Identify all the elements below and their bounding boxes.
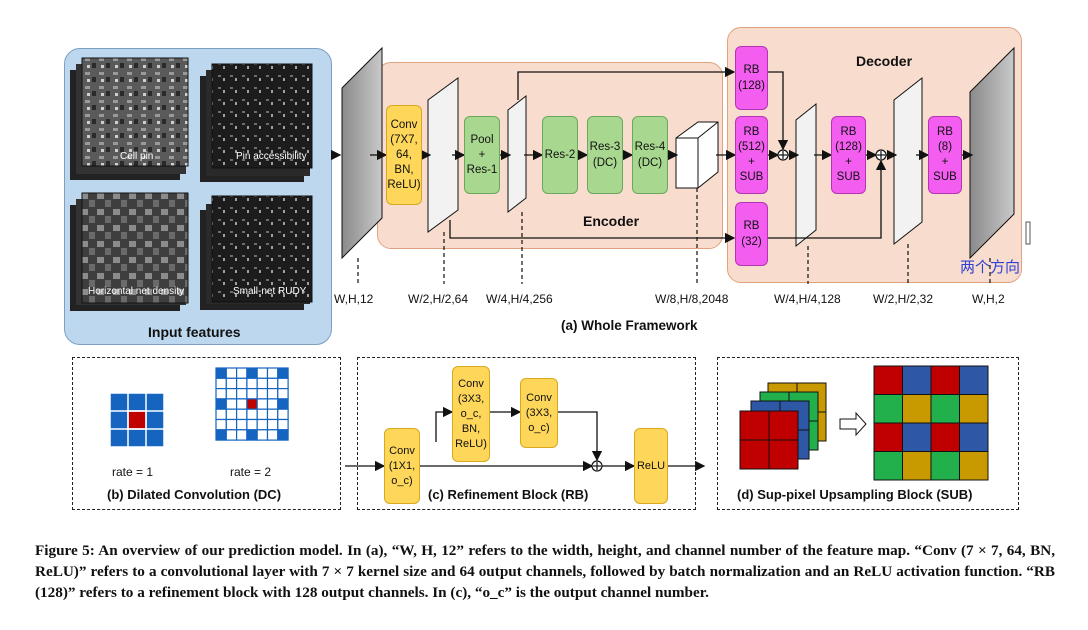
sub-grid-cell [959, 451, 989, 481]
sub-grid-cell [959, 422, 989, 452]
feature-map-input [341, 46, 383, 260]
rb-128-block: RB (128) [735, 46, 768, 110]
feature-map-conv1 [427, 77, 459, 233]
sub-grid-cell [902, 451, 932, 481]
dim-label: W/4,H/4,256 [486, 292, 553, 306]
sub-output-grid [873, 365, 989, 481]
encoder-title: Encoder [583, 213, 640, 229]
feature-map-res1 [507, 94, 527, 214]
overlay-marker [1025, 221, 1031, 245]
res2-block: Res-2 [542, 116, 578, 194]
dilated-conv-grid-rate-1 [109, 392, 165, 448]
dim-label: W,H,12 [334, 292, 374, 306]
dim-label: W/2,H/2,64 [408, 292, 469, 306]
relu-block: ReLU [634, 428, 668, 504]
sub-grid-cell [902, 422, 932, 452]
input-features-title: Input features [148, 324, 241, 340]
input-stack-small-net-rudy [200, 195, 313, 310]
input-stack-pin-accessibility [200, 63, 313, 182]
input-label-horizontal-net-density: Horizontal net density [88, 286, 185, 297]
sub-grid-cell [930, 365, 960, 395]
input-label-cell-pin: Cell pin [120, 151, 154, 162]
panel-c-box [357, 357, 696, 510]
input-label-pin-accessibility: Pin accessibility [236, 151, 307, 162]
feature-map-dec2 [893, 76, 923, 246]
sub-grid-cell [930, 451, 960, 481]
conv-7x7-block: Conv (7X7, 64, BN, ReLU) [386, 105, 422, 205]
res3-block: Res-3 (DC) [587, 116, 623, 194]
conv-3x3-block: Conv (3X3, o_c) [520, 378, 558, 448]
sub-grid-cell [930, 394, 960, 424]
res4-block: Res-4 (DC) [632, 116, 668, 194]
sub-grid-cell [873, 451, 903, 481]
rb-32-block: RB (32) [735, 202, 768, 266]
sub-arrow [839, 411, 867, 437]
pool-res1-block: Pool + Res-1 [464, 116, 500, 194]
rb-128-sub-block: RB (128) + SUB [831, 116, 866, 194]
overlay-annotation: 两个方向 [960, 258, 1021, 276]
dilated-conv-grid-rate-2 [215, 367, 289, 441]
panel-d-box [717, 357, 1019, 510]
feature-map-output [969, 46, 1015, 260]
dim-label: W/2,H/2,32 [873, 292, 934, 306]
sub-grid-cell [873, 422, 903, 452]
grid-cell [277, 429, 289, 441]
rb-8-sub-block: RB (8) + SUB [928, 116, 962, 194]
sub-input-stack [739, 382, 827, 470]
panel-c-caption: (c) Refinement Block (RB) [428, 487, 589, 502]
rate-1-label: rate = 1 [112, 465, 154, 479]
input-stack-horizontal-net-density [70, 192, 189, 311]
rate-2-label: rate = 2 [230, 465, 272, 479]
decoder-title: Decoder [856, 53, 913, 69]
panel-b-box [72, 357, 341, 510]
panel-a-caption: (a) Whole Framework [561, 318, 698, 333]
conv-3x3-bn-block: Conv (3X3, o_c, BN, ReLU) [452, 366, 490, 462]
dim-label: W/8,H/8,2048 [655, 292, 729, 306]
rb-512-sub-block: RB (512) + SUB [735, 116, 768, 194]
sub-grid-cell [930, 422, 960, 452]
sub-grid-cell [902, 394, 932, 424]
input-stack-cell-pin [70, 57, 189, 180]
dim-label: W/4,H/4,128 [774, 292, 841, 306]
conv-1x1-block: Conv (1X1, o_c) [384, 428, 420, 504]
panel-d-caption: (d) Sup-pixel Upsampling Block (SUB) [737, 487, 973, 502]
figure-caption: Figure 5: An overview of our prediction … [35, 542, 1055, 601]
panel-b-caption: (b) Dilated Convolution (DC) [107, 487, 282, 502]
input-label-small-net-rudy: Small-net RUDY [233, 286, 307, 297]
sub-grid-cell [959, 365, 989, 395]
feature-map-encoder-out [675, 121, 719, 189]
feature-map-dec1 [795, 102, 817, 248]
dim-label: W,H,2 [972, 292, 1005, 306]
